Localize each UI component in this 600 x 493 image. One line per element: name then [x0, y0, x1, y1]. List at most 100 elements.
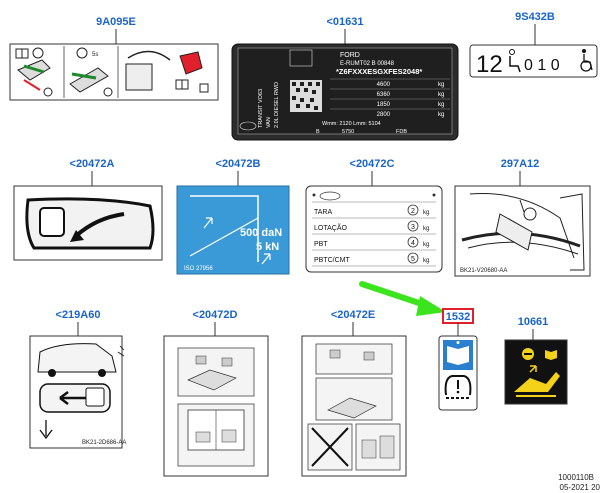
vin-bottom-code: FDB [396, 129, 407, 135]
plate-row-num: 3 [411, 224, 415, 231]
seating-capacity-label: 12 0 1 0 [469, 44, 598, 78]
tool-illustration [69, 67, 109, 93]
part-code-20472b: <20472B [216, 158, 261, 170]
plate-row: TARA 2 kg [314, 204, 429, 216]
harness-bracket-illustration: BK21-V20680-AA [454, 185, 591, 277]
load-instruction-label-d [163, 335, 269, 477]
vin-bottom-code: 5750 [342, 129, 354, 135]
arrow-head [70, 230, 84, 242]
eac-mark [289, 49, 313, 67]
part-code-1532: 1532 [446, 311, 470, 323]
red-cap-icon [179, 51, 203, 75]
plate-row-num: 4 [411, 240, 415, 247]
step-badge [43, 87, 53, 97]
plate-row: PBTC/CMT 5 kg [314, 252, 429, 264]
tire-pressure-icon [444, 375, 472, 399]
plate-row-unit: kg [423, 258, 429, 264]
book-icon [175, 79, 189, 90]
vin-weight: 1850 [377, 102, 391, 108]
plate-row-label: PBTC/CMT [314, 257, 351, 264]
book-icon [15, 48, 29, 59]
rivet [312, 193, 316, 197]
socket-illustration [125, 63, 153, 91]
cross-icon [311, 427, 349, 467]
step-badge [103, 87, 113, 97]
part-code-20472a: <20472A [70, 158, 115, 170]
plate-row: LOTAÇÃO 3 kg [314, 220, 429, 232]
vin-unit: kg [438, 112, 444, 118]
manual-book-icon [447, 341, 469, 365]
vin-weight: 6360 [377, 92, 391, 98]
part-code-9a095e: 9A095E [96, 16, 136, 28]
part-code-10661: 10661 [518, 316, 549, 328]
part-print-code: BK21-V20680-AA [460, 268, 507, 274]
vin-unit: kg [438, 92, 444, 98]
red-arrow-icon [23, 79, 41, 91]
part-print-code: BK21-2D686-AA [82, 440, 126, 446]
figure-date: 05-2021 20 [560, 483, 600, 492]
seat-person-icon [509, 49, 521, 73]
info-box [199, 83, 209, 93]
down-arrow-icon [39, 420, 53, 440]
plate-row-unit: kg [423, 226, 429, 232]
vin-bottom-code: B [316, 129, 320, 135]
vin-dimensions: Wmm: 2120 Lmm: 5104 [322, 121, 381, 127]
sliding-door-label: BK21-2D686-AA [29, 335, 126, 449]
step-badge [76, 47, 88, 59]
figure-reference: 1000110B [558, 473, 594, 482]
weights-plate: TARA 2 kg LOTAÇÃO 3 kg PBT 4 kg PBTC/CMT… [305, 185, 443, 273]
green-arrow-icon [23, 64, 45, 74]
datamatrix-pattern [292, 82, 320, 110]
part-code-297a12: 297A12 [501, 158, 540, 170]
plate-row-label: PBT [314, 241, 328, 248]
warning-label [504, 339, 568, 405]
door-handle-label [13, 185, 163, 261]
time-label: 5s [92, 52, 98, 58]
vin-side-line: 2.0L DIESEL RWD [274, 82, 280, 128]
vin-weight: 4600 [377, 82, 391, 88]
green-arrow-icon [71, 72, 97, 80]
pinch-hazard-icon [514, 365, 560, 397]
rivet [432, 193, 436, 197]
cable-illustration [127, 50, 171, 61]
part-code-9s432b: 9S432B [515, 11, 555, 23]
floor-load-label: 500 daN 5 kN ISO 27956 [176, 185, 290, 275]
part-code-01631: <01631 [326, 16, 363, 28]
seat-count: 12 [476, 51, 503, 78]
part-code-20472d: <20472D [193, 309, 238, 321]
part-code-219a60: <219A60 [56, 309, 101, 321]
vin-weight-rows: 4600 6360 1850 2800 kg kg kg kg [330, 78, 450, 118]
vin-plate: FORD E-RUMT02 B 00848 *Z6FXXXESGXFES2048… [231, 43, 459, 141]
part-code-20472e: <20472E [331, 309, 375, 321]
vin-unit: kg [438, 102, 444, 108]
highlight-arrow [359, 281, 446, 316]
vin-number: *Z6FXXXESGXFES2048* [336, 67, 422, 76]
floor-load-line1: 500 daN [240, 227, 282, 239]
seat-extra: 0 1 0 [524, 57, 560, 74]
ford-logo [319, 191, 341, 201]
floor-outline [190, 195, 259, 262]
load-instruction-label-e [301, 335, 407, 477]
vin-side-line: VAN [266, 117, 272, 128]
plate-row-unit: kg [423, 242, 429, 248]
vin-brand: FORD [340, 52, 360, 59]
manual-book-icon [545, 350, 557, 360]
load-arrow-icon [203, 217, 213, 229]
plate-row-num: 5 [411, 256, 415, 263]
vin-weight: 2800 [377, 112, 391, 118]
vin-approval: E-RUMT02 B 00848 [340, 61, 395, 67]
plate-row-label: LOTAÇÃO [314, 223, 347, 232]
handle-lever [39, 207, 65, 237]
plate-row-label: TARA [314, 209, 332, 216]
van-icon [37, 343, 117, 373]
step-badge [32, 47, 44, 59]
vin-side-line: TRANSIT VO63 [258, 89, 264, 128]
plate-row: PBT 4 kg [314, 236, 429, 248]
plate-row-num: 2 [411, 208, 415, 215]
vin-unit: kg [438, 82, 444, 88]
floor-load-line2: 5 kN [256, 241, 279, 253]
wheelchair-icon [580, 49, 593, 72]
load-arrow-icon [261, 253, 271, 265]
label-9a095e: 5s [9, 43, 219, 101]
